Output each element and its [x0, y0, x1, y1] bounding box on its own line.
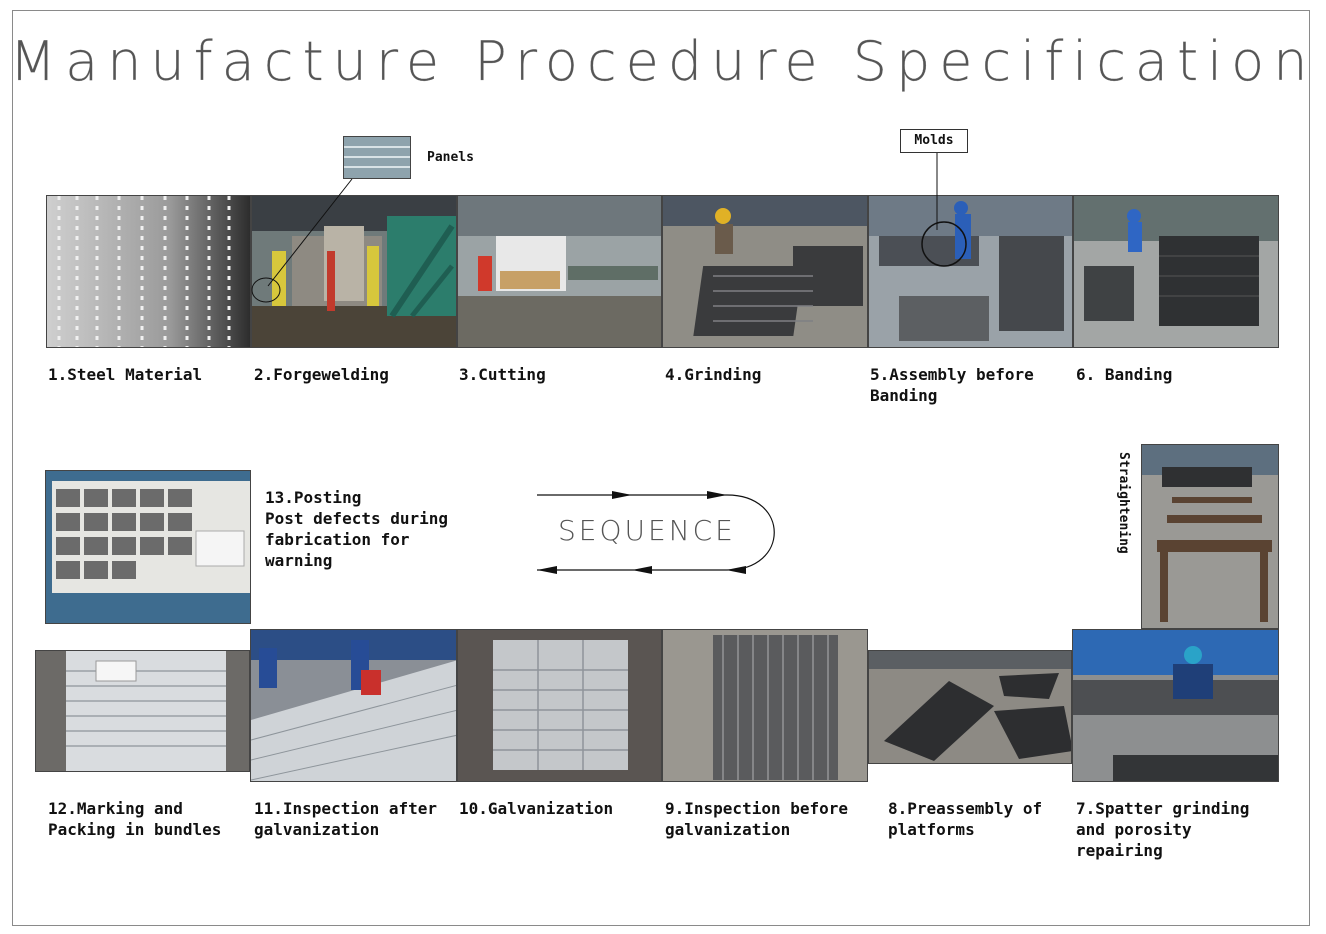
step-2-label: 2.Forgewelding — [254, 365, 389, 384]
step-13-label: 13.Posting Post defects during fabricati… — [265, 488, 449, 570]
step-8-label: 8.Preassembly of platforms — [888, 799, 1043, 839]
photo-steel-material — [46, 195, 251, 348]
panels-callout-label: Panels — [427, 150, 474, 165]
photo-inspection-before — [662, 629, 868, 782]
photo-posting — [45, 470, 251, 624]
photo-assembly-before-banding — [868, 195, 1073, 348]
page-title: Manufacture Procedure Specification — [9, 30, 1317, 93]
photo-spatter-grinding — [1072, 629, 1279, 782]
photo-cutting — [457, 195, 662, 348]
photo-galvanization — [457, 629, 662, 782]
photo-inspection-after — [250, 629, 457, 782]
photo-marking-packing — [35, 650, 250, 772]
step-6-label: 6. Banding — [1076, 365, 1173, 384]
photo-forgewelding — [251, 195, 457, 348]
step-3-label: 3.Cutting — [459, 365, 546, 384]
step-1-label: 1.Steel Material — [48, 365, 203, 384]
photo-panels-inset — [343, 136, 411, 179]
step-4-label: 4.Grinding — [665, 365, 762, 384]
photo-straightening — [1141, 444, 1279, 629]
straightening-label: Straightening — [1116, 452, 1131, 554]
photo-preassembly — [868, 650, 1072, 764]
page-frame — [12, 10, 1310, 926]
step-11-label: 11.Inspection after galvanization — [254, 799, 438, 839]
step-9-label: 9.Inspection before galvanization — [665, 799, 849, 839]
photo-banding — [1073, 195, 1279, 348]
molds-callout-label: Molds — [900, 129, 968, 153]
sequence-label: SEQUENCE — [558, 514, 736, 547]
step-12-label: 12.Marking and Packing in bundles — [48, 799, 222, 839]
step-7-label: 7.Spatter grinding and porosity repairin… — [1076, 799, 1250, 860]
photo-grinding — [662, 195, 868, 348]
step-5-label: 5.Assembly before Banding — [870, 365, 1034, 405]
step-10-label: 10.Galvanization — [459, 799, 614, 818]
